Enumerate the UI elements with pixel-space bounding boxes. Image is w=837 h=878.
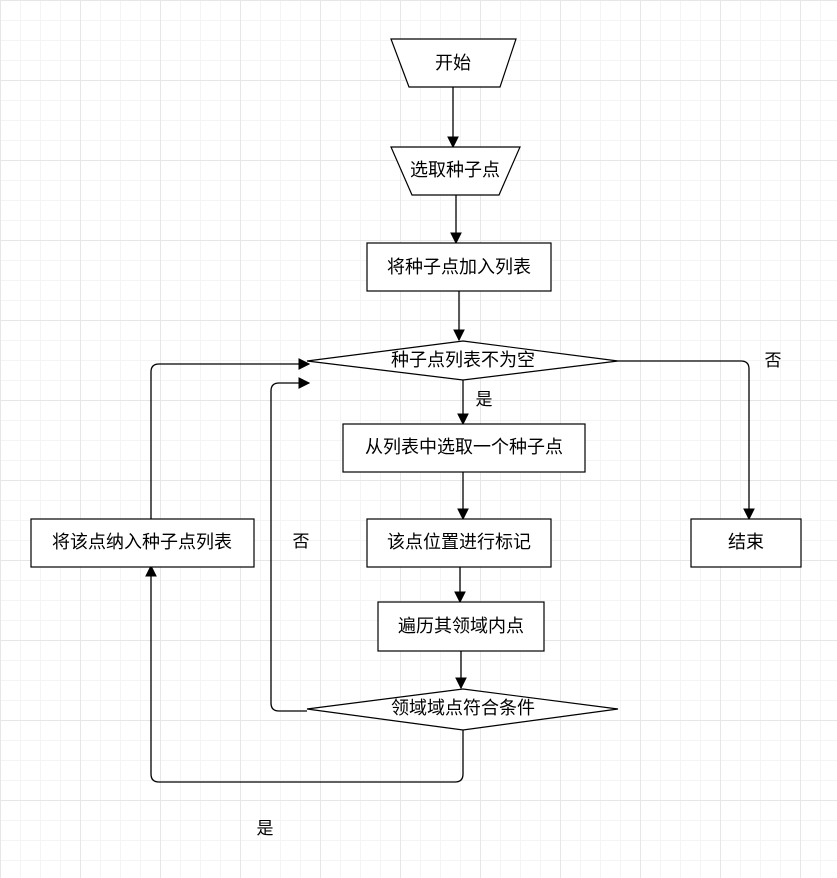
- end-label: 结束: [728, 532, 764, 553]
- add-seed-to-list-label: 将种子点加入列表: [387, 257, 531, 278]
- edge-add-to-seedlist-loop[interactable]: [150, 358, 311, 519]
- start-node[interactable]: 开始: [390, 38, 517, 88]
- edge-label-list-yes: 是: [476, 390, 493, 410]
- pick-from-list-label: 从列表中选取一个种子点: [365, 437, 563, 458]
- select-seed-label: 选取种子点: [410, 160, 500, 181]
- traverse-neighbors-label: 遍历其领域内点: [398, 616, 524, 637]
- mark-point-label: 该点位置进行标记: [387, 532, 531, 553]
- neighbor-condition-decision[interactable]: 领域域点符合条件: [306, 688, 619, 731]
- start-label: 开始: [435, 53, 471, 74]
- list-not-empty-label: 种子点列表不为空: [391, 350, 535, 371]
- neighbor-condition-label: 领域域点符合条件: [391, 698, 535, 719]
- edge-condition-yes[interactable]: [145, 564, 464, 783]
- edge-decision-no[interactable]: [618, 360, 755, 521]
- connectors: [145, 87, 755, 783]
- list-not-empty-decision[interactable]: 种子点列表不为空: [306, 340, 619, 381]
- select-seed-node[interactable]: 选取种子点: [390, 146, 521, 196]
- traverse-neighbors-node[interactable]: 遍历其领域内点: [377, 601, 545, 652]
- add-seed-to-list-node[interactable]: 将种子点加入列表: [366, 242, 552, 292]
- add-to-seed-list-label: 将该点纳入种子点列表: [52, 532, 232, 553]
- end-node[interactable]: 结束: [690, 518, 802, 568]
- edge-condition-no-loop[interactable]: [270, 377, 311, 712]
- edge-label-condition-no: 否: [293, 532, 310, 552]
- edge-label-list-no: 否: [765, 351, 782, 371]
- mark-point-node[interactable]: 该点位置进行标记: [366, 518, 552, 568]
- pick-from-list-node[interactable]: 从列表中选取一个种子点: [342, 423, 586, 473]
- edge-label-condition-yes: 是: [257, 819, 274, 839]
- add-to-seed-list-node[interactable]: 将该点纳入种子点列表: [30, 518, 255, 568]
